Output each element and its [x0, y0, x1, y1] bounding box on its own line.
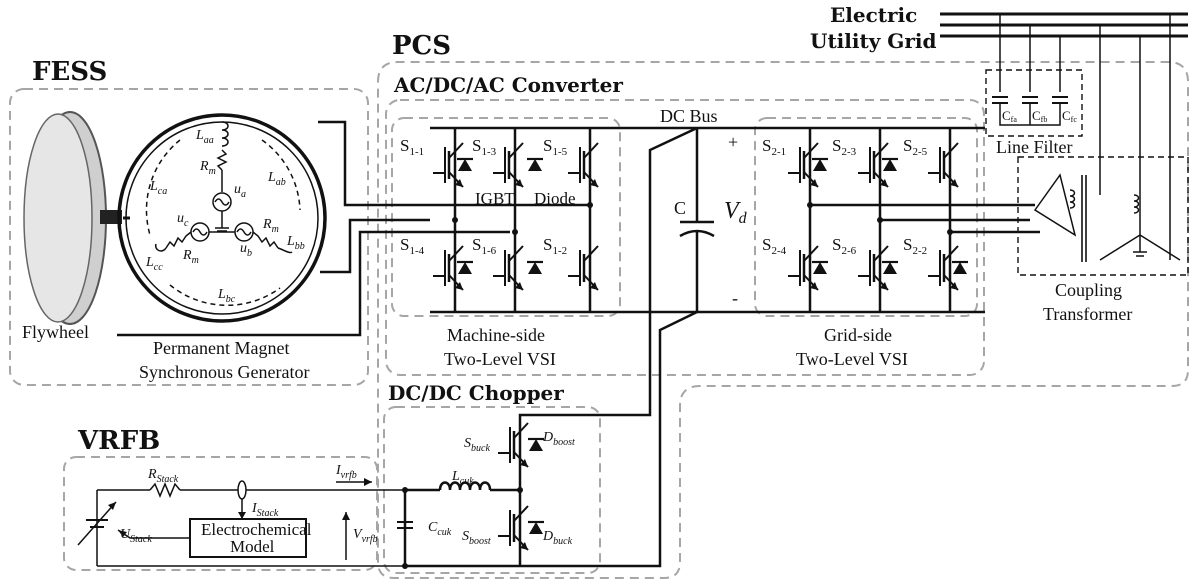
transformer-boundary	[1017, 156, 1189, 276]
switch-s13-label: S1-3	[472, 136, 497, 158]
electrochemical-label-line1: Electrochemical	[201, 520, 312, 539]
dc-bus-plus: +	[728, 132, 738, 152]
rm-b-label: Rm	[262, 217, 279, 235]
switch-s22-label: S2-2	[903, 235, 927, 257]
istack-label: IStack	[251, 501, 279, 519]
diode-label: Diode	[534, 189, 576, 208]
dc-link-capacitor	[679, 128, 715, 312]
switch-s15-label: S1-5	[543, 136, 568, 158]
grid-vsi-label-line1: Grid-side	[824, 325, 892, 345]
pmsg-symbol	[117, 113, 327, 323]
dcdc-title: DC/DC Chopper	[388, 381, 564, 405]
line-filter-label: Line Filter	[996, 137, 1072, 157]
cfa-label: Cfa	[1002, 108, 1017, 124]
rm-c-label: Rm	[182, 248, 199, 266]
ccuk-label: Ccuk	[428, 520, 452, 538]
vrfb-title: VRFB	[77, 426, 160, 456]
dc-bus-label: DC Bus	[660, 106, 718, 126]
lbb-label: Lbb	[286, 234, 305, 252]
ua-label: ua	[234, 182, 246, 200]
coupling-transformer	[1033, 173, 1181, 262]
machine-vsi-legs	[431, 128, 600, 312]
dc-bus-minus: -	[732, 288, 738, 308]
rstack-label: RStack	[147, 467, 179, 485]
acdcac-boundary	[385, 99, 985, 376]
pmsg-label-line1: Permanent Magnet	[153, 338, 289, 358]
grid-vsi-boundary	[754, 117, 978, 317]
fess-title: FESS	[32, 57, 107, 87]
flywheel-icon	[23, 111, 122, 325]
switch-s24-label: S2-4	[762, 235, 787, 257]
switch-s26-label: S2-6	[832, 235, 857, 257]
acdcac-title: AC/DC/AC Converter	[393, 73, 623, 97]
cfb-label: Cfb	[1032, 108, 1047, 124]
laa-label: Laa	[195, 128, 214, 146]
ustack-label: UStack	[120, 527, 152, 545]
utility-grid-lines	[940, 12, 1188, 260]
capacitor-label: C	[674, 198, 686, 218]
switch-s16-label: S1-6	[472, 235, 497, 257]
vvrfb-label: Vvrfb	[353, 527, 378, 545]
switch-s12-label: S1-2	[543, 235, 567, 257]
phase-a-wire	[318, 120, 590, 207]
line-filter-boundary	[985, 69, 1083, 137]
uc-label: uc	[177, 211, 189, 229]
switch-s11-label: S1-1	[400, 136, 424, 158]
chopper-positive-link	[518, 126, 698, 425]
grid-title-line2: Utility Grid	[810, 29, 937, 53]
vrfb-boundary	[63, 456, 378, 571]
switch-s25-label: S2-5	[903, 136, 928, 158]
flywheel-label: Flywheel	[22, 322, 89, 342]
vrfb-circuit	[77, 478, 405, 567]
pmsg-label-line2: Synchronous Generator	[139, 362, 309, 382]
lcc-label: Lcc	[145, 255, 163, 273]
dbuck-label: Dbuck	[542, 529, 573, 547]
sbuck-label: Sbuck	[464, 436, 490, 454]
switch-s14-label: S1-4	[400, 235, 425, 257]
lbc-label: Lbc	[217, 287, 236, 305]
sboost-label: Sboost	[462, 529, 491, 547]
lca-label: Lca	[149, 179, 167, 197]
pcs-boundary	[377, 61, 1189, 579]
machine-vsi-boundary	[391, 117, 621, 317]
lab-label: Lab	[267, 170, 286, 188]
line-filter-capacitors	[991, 96, 1069, 126]
lcuk-label: Lcuk	[451, 469, 474, 487]
machine-vsi-label-line2: Two-Level VSI	[444, 349, 556, 369]
grid-vsi-label-line2: Two-Level VSI	[796, 349, 908, 369]
ivrfb-label: Ivrfb	[335, 463, 357, 481]
machine-vsi-label-line1: Machine-side	[447, 325, 545, 345]
transformer-label-line1: Coupling	[1055, 280, 1122, 300]
electrochemical-label-line2: Model	[230, 537, 275, 556]
igbt-label: IGBT	[475, 189, 515, 208]
rm-a-label: Rm	[199, 159, 216, 177]
grid-title-line1: Electric	[830, 3, 917, 27]
fess-boundary	[9, 88, 369, 386]
phase-c-wire	[117, 230, 510, 337]
phase-b-wire	[320, 218, 430, 274]
ub-label: ub	[240, 241, 252, 259]
cfc-label: Cfc	[1062, 108, 1077, 124]
switch-s23-label: S2-3	[832, 136, 857, 158]
vd-label: Vd	[724, 198, 748, 227]
switch-s21-label: S2-1	[762, 136, 786, 158]
pcs-title: PCS	[392, 31, 451, 61]
transformer-label-line2: Transformer	[1043, 304, 1132, 324]
dboost-label: Dboost	[542, 430, 575, 448]
chopper-negative-link	[405, 310, 698, 568]
